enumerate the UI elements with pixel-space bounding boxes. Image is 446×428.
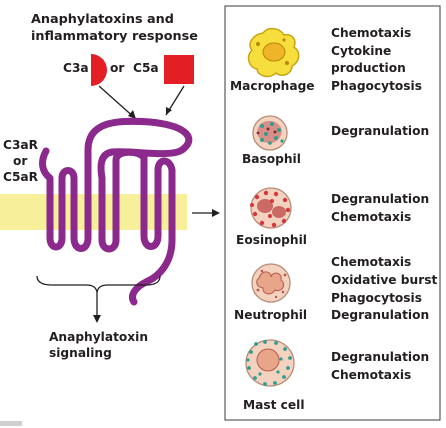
- neutrophil-response-1: Chemotaxis: [331, 255, 412, 269]
- eosinophil-cell: [250, 187, 292, 229]
- footer-mark: [0, 421, 22, 426]
- membrane-to-panel-arrowhead: [212, 209, 220, 217]
- eosinophil-response-1: Degranulation: [331, 192, 430, 206]
- receptor-label-or: or: [13, 154, 28, 168]
- macrophage-response-4: Phagocytosis: [331, 79, 422, 93]
- receptor-label-c5ar: C5aR: [3, 170, 39, 184]
- cell-name-neutrophil: Neutrophil: [234, 308, 308, 322]
- basophil-cell: [252, 115, 288, 151]
- mast-cell-response-1: Degranulation: [331, 350, 430, 364]
- receptor-label-c3ar: C3aR: [3, 138, 39, 152]
- title-line-2: inflammatory response: [31, 29, 198, 44]
- title-line-1: Anaphylatoxins and: [31, 12, 174, 27]
- c3a-label: C3a: [63, 61, 89, 75]
- basophil-response-1: Degranulation: [331, 124, 430, 138]
- eosinophil-response-2: Chemotaxis: [331, 210, 412, 224]
- cell-name-macrophage: Macrophage: [230, 79, 315, 93]
- neutrophil-response-3: Phagocytosis: [331, 291, 422, 305]
- macrophage-response-1: Chemotaxis: [331, 26, 412, 40]
- cell-response-panel: [224, 5, 441, 421]
- cell-name-mast-cell: Mast cell: [243, 398, 305, 412]
- cell-name-eosinophil: Eosinophil: [236, 233, 307, 247]
- c3a-ligand: [91, 54, 107, 86]
- signaling-arrowhead: [93, 315, 101, 323]
- mast-cell-response-2: Chemotaxis: [331, 368, 412, 382]
- c5a-arrow-head: [166, 107, 172, 115]
- c5a-label: C5a: [133, 61, 159, 75]
- c5a-ligand: [164, 55, 194, 84]
- neutrophil-response-2: Oxidative burst: [331, 273, 438, 287]
- signaling-line-1: Anaphylatoxin: [49, 330, 148, 344]
- receptor-7tm: [39, 117, 193, 306]
- or-label: or: [110, 61, 125, 75]
- neutrophil-response-4: Degranulation: [331, 308, 430, 322]
- signaling-line-2: signaling: [49, 346, 112, 360]
- mast-cell: [245, 339, 295, 387]
- c3a-arrow-line: [98, 85, 137, 120]
- cell-name-basophil: Basophil: [242, 152, 301, 166]
- macrophage-response-3: production: [331, 61, 406, 75]
- neutrophil-cell: [251, 263, 291, 303]
- macrophage-response-2: Cytokine: [331, 44, 392, 58]
- macrophage-cell: [247, 27, 300, 78]
- c3a-arrow-head: [128, 110, 136, 119]
